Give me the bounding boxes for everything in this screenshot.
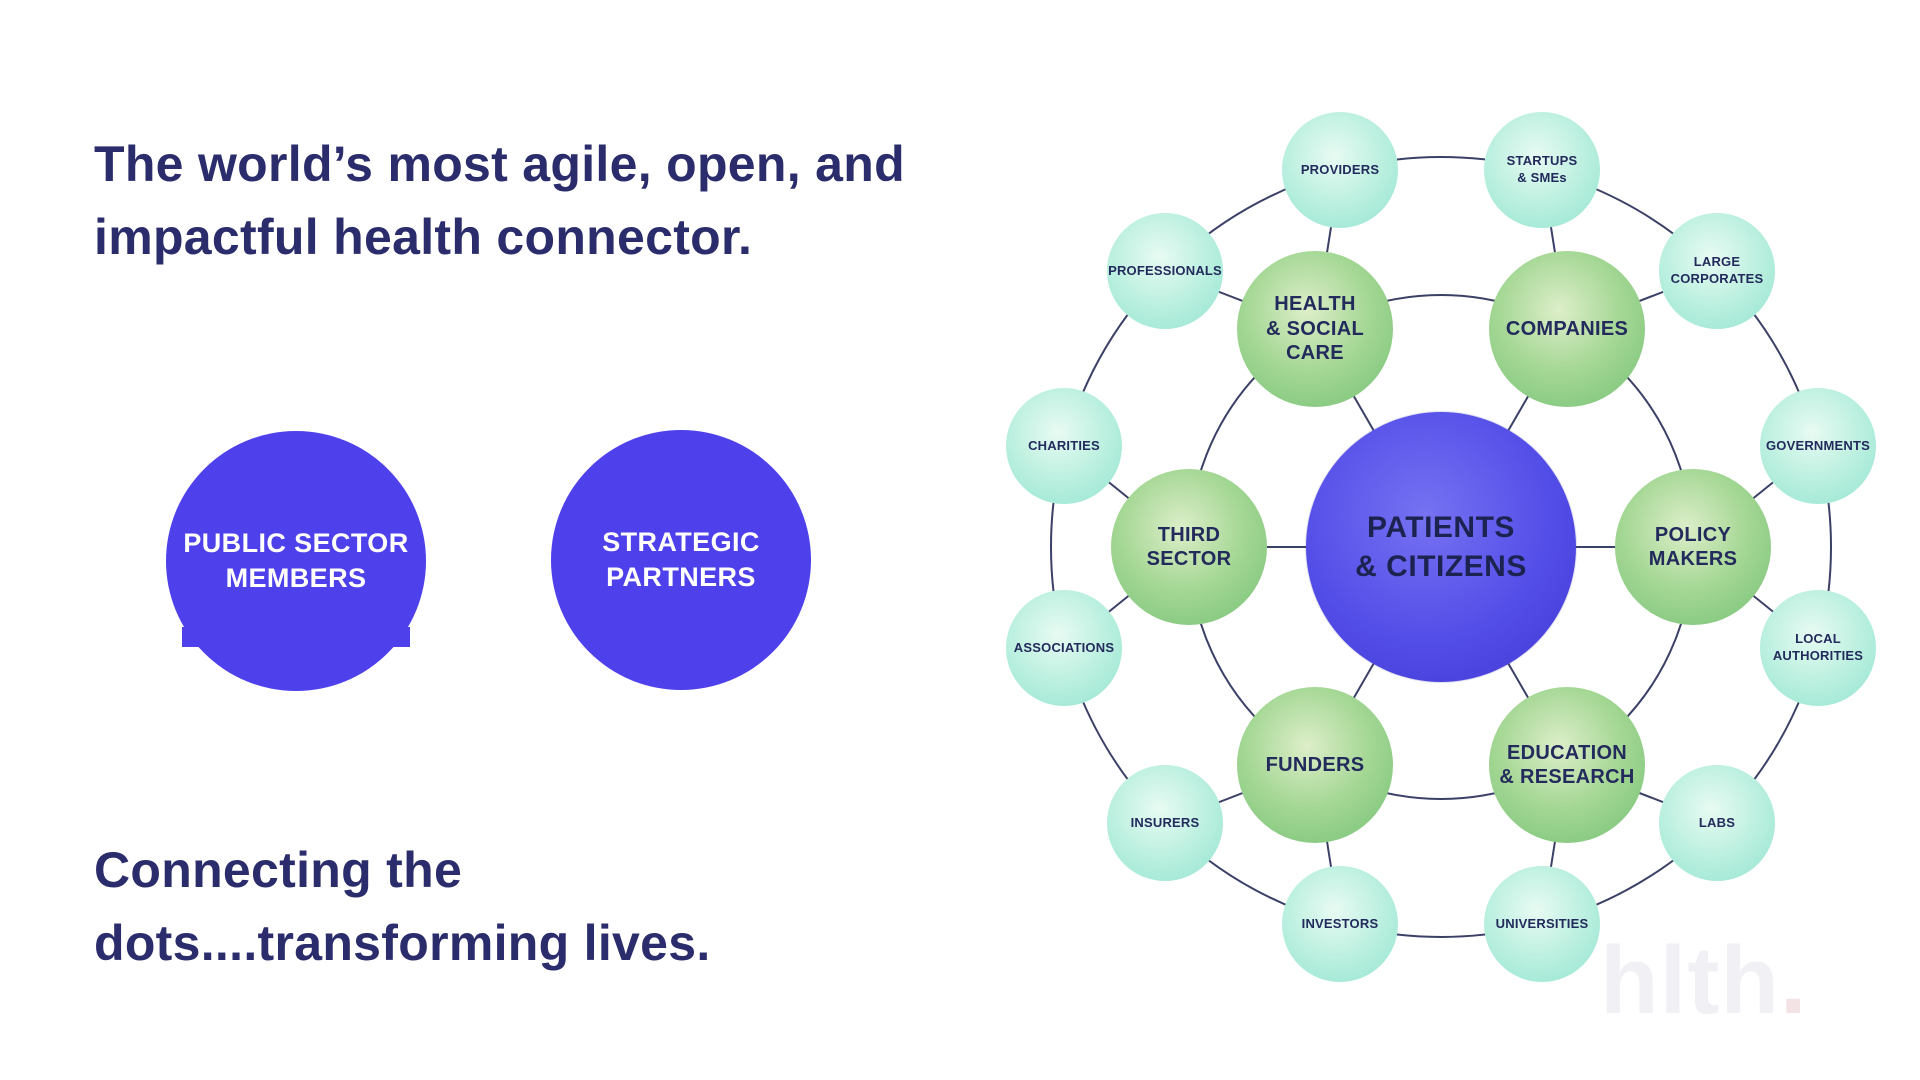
- node-professionals: PROFESSIONALS: [1107, 213, 1223, 329]
- node-universities-label: UNIVERSITIES: [1495, 915, 1589, 931]
- node-funders: FUNDERS: [1237, 687, 1393, 843]
- node-local-authorities: LOCAL AUTHORITIES: [1760, 590, 1876, 706]
- public-sector-members-circle: PUBLIC SECTOR MEMBERS: [166, 431, 426, 691]
- node-large-corporates-label: LARGE CORPORATES: [1670, 254, 1764, 286]
- node-large-corporates: LARGE CORPORATES: [1659, 213, 1775, 329]
- node-governments-label: GOVERNMENTS: [1765, 437, 1871, 453]
- strategic-partners-circle: STRATEGIC PARTNERS: [551, 430, 811, 690]
- node-charities-label: CHARITIES: [1028, 437, 1100, 453]
- node-policy-makers-label: POLICY MAKERS: [1648, 523, 1738, 570]
- node-professionals-label: PROFESSIONALS: [1108, 262, 1222, 278]
- node-insurers-label: INSURERS: [1130, 814, 1200, 830]
- node-health-social-care-label: HEALTH & SOCIAL CARE: [1266, 293, 1364, 365]
- node-labs: LABS: [1659, 765, 1775, 881]
- public-sector-members-label: PUBLIC SECTOR MEMBERS: [183, 527, 409, 593]
- headline: The world’s most agile, open, and impact…: [94, 136, 905, 265]
- node-providers-label: PROVIDERS: [1300, 161, 1380, 177]
- node-startups-smes: STARTUPS & SMEs: [1484, 112, 1600, 228]
- node-insurers: INSURERS: [1107, 765, 1223, 881]
- node-funders-label: FUNDERS: [1265, 753, 1365, 776]
- node-charities: CHARITIES: [1006, 388, 1122, 504]
- node-policy-makers: POLICY MAKERS: [1615, 469, 1771, 625]
- node-health-social-care: HEALTH & SOCIAL CARE: [1237, 251, 1393, 407]
- node-third-sector-label: THIRD SECTOR: [1146, 523, 1232, 570]
- outer-ring-circle: [1050, 156, 1832, 938]
- node-investors: INVESTORS: [1282, 866, 1398, 982]
- node-education-research-label: EDUCATION & RESEARCH: [1499, 741, 1635, 788]
- node-investors-label: INVESTORS: [1301, 915, 1379, 931]
- node-startups-smes-label: STARTUPS & SMEs: [1506, 153, 1578, 185]
- node-associations-label: ASSOCIATIONS: [1013, 639, 1115, 655]
- node-providers: PROVIDERS: [1282, 112, 1398, 228]
- node-universities: UNIVERSITIES: [1484, 866, 1600, 982]
- node-associations: ASSOCIATIONS: [1006, 590, 1122, 706]
- node-companies: COMPANIES: [1489, 251, 1645, 407]
- hub-label: PATIENTS & CITIZENS: [1355, 511, 1527, 583]
- hub-patients-citizens: PATIENTS & CITIZENS: [1306, 412, 1576, 682]
- hlth-logo-dot: .: [1779, 927, 1808, 1034]
- tagline: Connecting the dots....transforming live…: [94, 842, 711, 971]
- node-companies-label: COMPANIES: [1505, 317, 1629, 340]
- node-labs-label: LABS: [1698, 814, 1736, 830]
- node-third-sector: THIRD SECTOR: [1111, 469, 1267, 625]
- node-education-research: EDUCATION & RESEARCH: [1489, 687, 1645, 843]
- node-governments: GOVERNMENTS: [1760, 388, 1876, 504]
- hlth-logo-text: hlth: [1600, 927, 1780, 1034]
- node-local-authorities-label: LOCAL AUTHORITIES: [1772, 631, 1864, 663]
- hlth-logo-watermark: hlth.: [1600, 926, 1808, 1036]
- strategic-partners-label: STRATEGIC PARTNERS: [602, 526, 760, 592]
